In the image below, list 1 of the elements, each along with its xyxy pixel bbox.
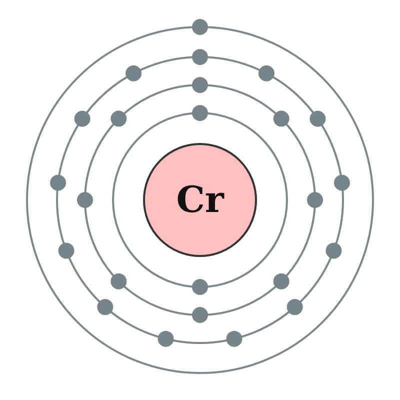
- nucleus: Cr: [143, 143, 257, 257]
